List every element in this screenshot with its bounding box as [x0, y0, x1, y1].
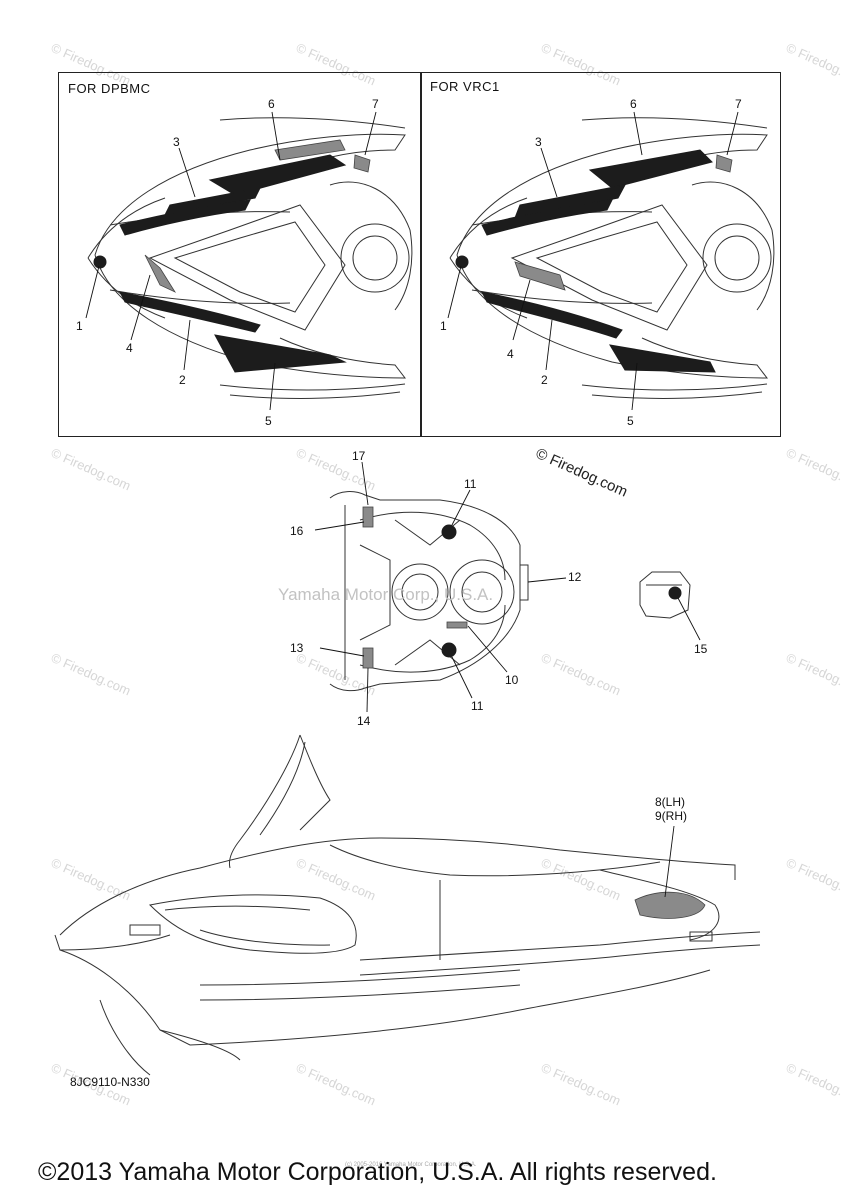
panel-frame [58, 72, 781, 437]
callout-11-top: 11 [464, 477, 477, 491]
panel-title-vrc1: FOR VRC1 [430, 79, 500, 94]
emblem-1-vrc1 [455, 255, 469, 269]
copyright-tiny: (c) 2005-2016 Yamaha Motor Corporation, … [345, 1162, 477, 1168]
emblem-17 [668, 586, 682, 600]
callout-14: 14 [357, 714, 371, 728]
callout-1-vrc1: 1 [440, 319, 447, 333]
callout-2-vrc1: 2 [541, 373, 548, 387]
decal-5-vrc1 [609, 344, 716, 373]
decal-5-dpbmc [214, 334, 347, 373]
callout-6-dpbmc: 6 [268, 97, 275, 111]
callout-3-dpbmc: 3 [173, 135, 180, 149]
part-17-drawing [639, 571, 701, 641]
callout-16: 17 [352, 449, 366, 463]
callout-13: 13 [290, 641, 304, 655]
copyright-notice: ©2013 Yamaha Motor Corporation, U.S.A. A… [38, 1158, 717, 1186]
panel-divider [420, 72, 422, 437]
callout-8-lh: 8(LH) [655, 795, 686, 809]
emblem-1-dpbmc [93, 255, 107, 269]
callout-1-dpbmc: 1 [76, 319, 83, 333]
callout-3-vrc1: 3 [535, 135, 542, 149]
callout-11-bottom: 11 [471, 699, 484, 713]
hood-drawing-dpbmc [85, 111, 413, 411]
diagram-code: 8JC9110-N330 [70, 1075, 150, 1089]
callout-15: 16 [290, 524, 304, 538]
callout-4-dpbmc: 4 [126, 341, 133, 355]
callout-5-dpbmc: 5 [265, 414, 272, 428]
callout-9-rh: 9(RH) [655, 809, 687, 823]
callout-10: 10 [505, 673, 519, 687]
emblem-11-bottom [441, 642, 457, 658]
callout-7-vrc1: 7 [735, 97, 742, 111]
snowmobile-side-view [54, 734, 761, 1076]
watermark-center: Yamaha Motor Corp., U.S.A. [278, 585, 494, 604]
callout-2-dpbmc: 2 [179, 373, 186, 387]
callout-17: 15 [694, 642, 708, 656]
decal-6-vrc1 [588, 149, 713, 189]
panel-title-dpbmc: FOR DPBMC [68, 81, 151, 96]
hood-top-view [314, 461, 567, 713]
callout-4-vrc1: 4 [507, 347, 514, 361]
decal-6-dpbmc [208, 154, 347, 196]
callout-7-dpbmc: 7 [372, 97, 379, 111]
hood-drawing-vrc1 [447, 111, 775, 411]
callout-12: 12 [568, 570, 582, 584]
callout-6-vrc1: 6 [630, 97, 637, 111]
emblem-11-top [441, 524, 457, 540]
callout-5-vrc1: 5 [627, 414, 634, 428]
